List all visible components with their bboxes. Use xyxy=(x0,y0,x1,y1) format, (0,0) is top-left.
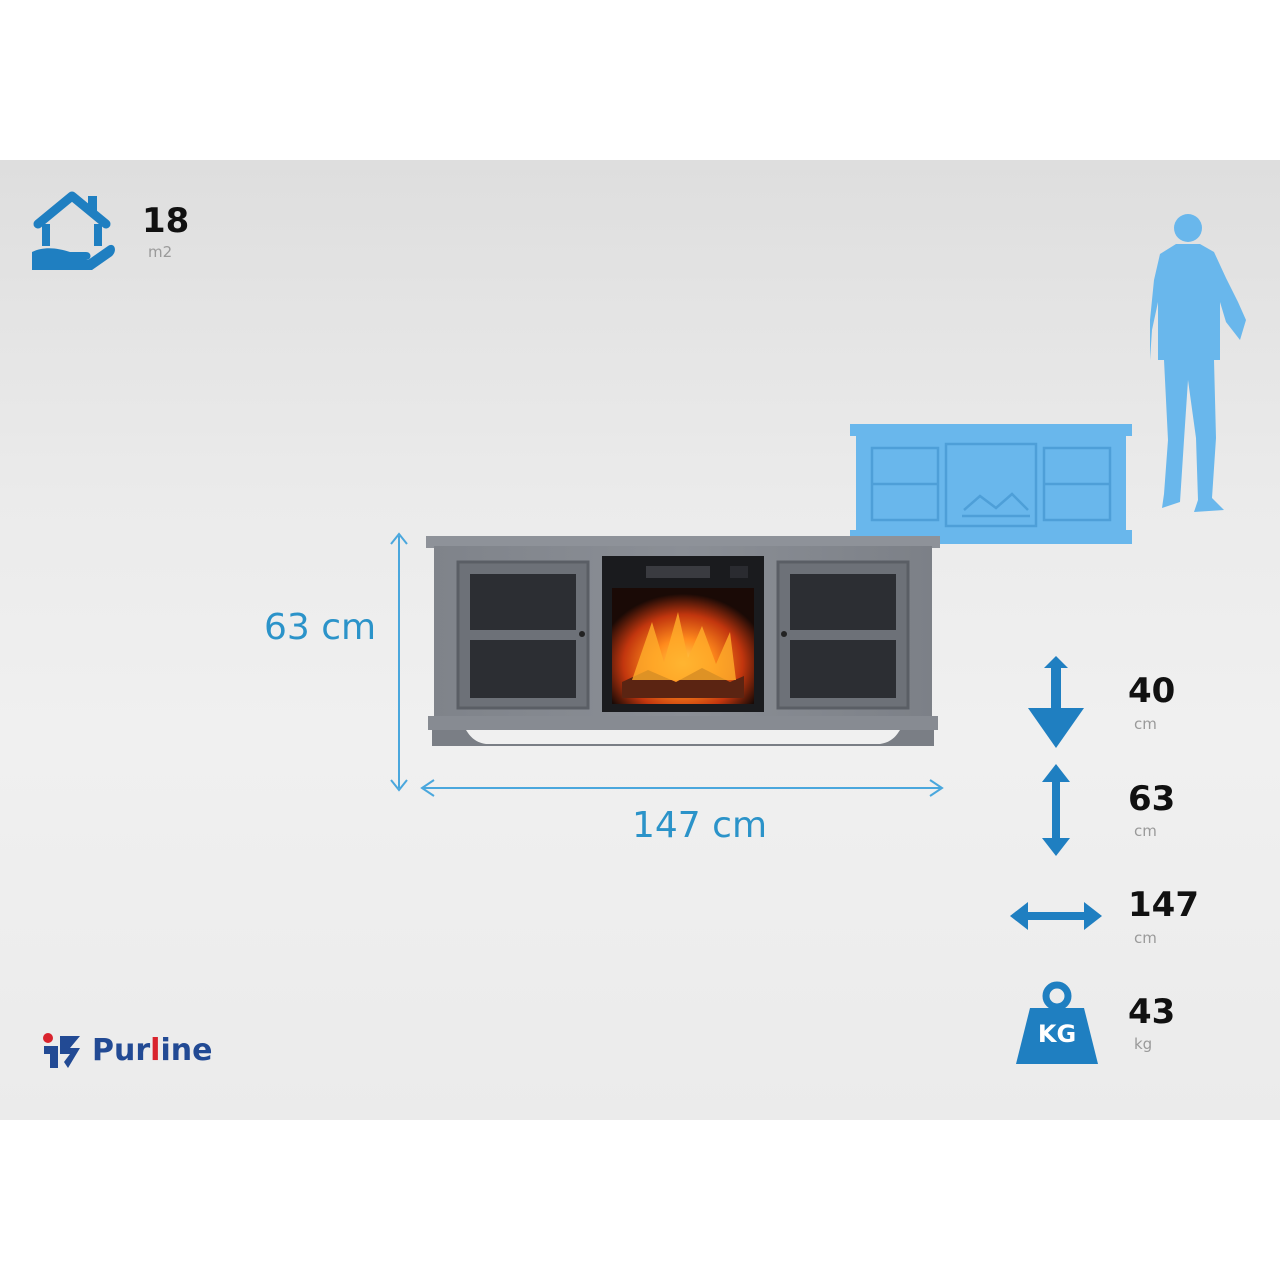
height-label: 63 cm xyxy=(264,607,377,648)
width-dimension-line xyxy=(420,779,944,797)
height-dimension-line xyxy=(390,532,408,792)
arrow-down-icon xyxy=(1028,656,1084,748)
weight-unit: kg xyxy=(1134,1035,1153,1053)
purline-logo-icon xyxy=(43,1033,80,1068)
depth-value: 40 xyxy=(1128,671,1176,711)
kg-weight-icon: KG xyxy=(1014,980,1100,1066)
width-unit: cm xyxy=(1134,929,1157,947)
area-value: 18 xyxy=(142,201,190,241)
width-label: 147 cm xyxy=(632,805,768,846)
house-hand-icon xyxy=(32,191,115,270)
arrow-vertical-icon xyxy=(1042,764,1070,856)
height-value: 63 xyxy=(1128,779,1176,819)
depth-unit: cm xyxy=(1134,715,1157,733)
brand-name: Purline xyxy=(92,1033,213,1068)
height-unit: cm xyxy=(1134,822,1157,840)
kg-icon-label: KG xyxy=(1037,1020,1077,1048)
width-value: 147 xyxy=(1128,885,1199,925)
product-panel: 18 m2 xyxy=(0,160,1280,1120)
cabinet-silhouette xyxy=(850,424,1132,544)
arrow-horizontal-icon xyxy=(1010,902,1102,930)
area-unit: m2 xyxy=(148,243,173,261)
weight-value: 43 xyxy=(1128,992,1176,1032)
tv-stand-fireplace-image xyxy=(426,536,940,746)
person-silhouette-icon xyxy=(1150,214,1246,512)
